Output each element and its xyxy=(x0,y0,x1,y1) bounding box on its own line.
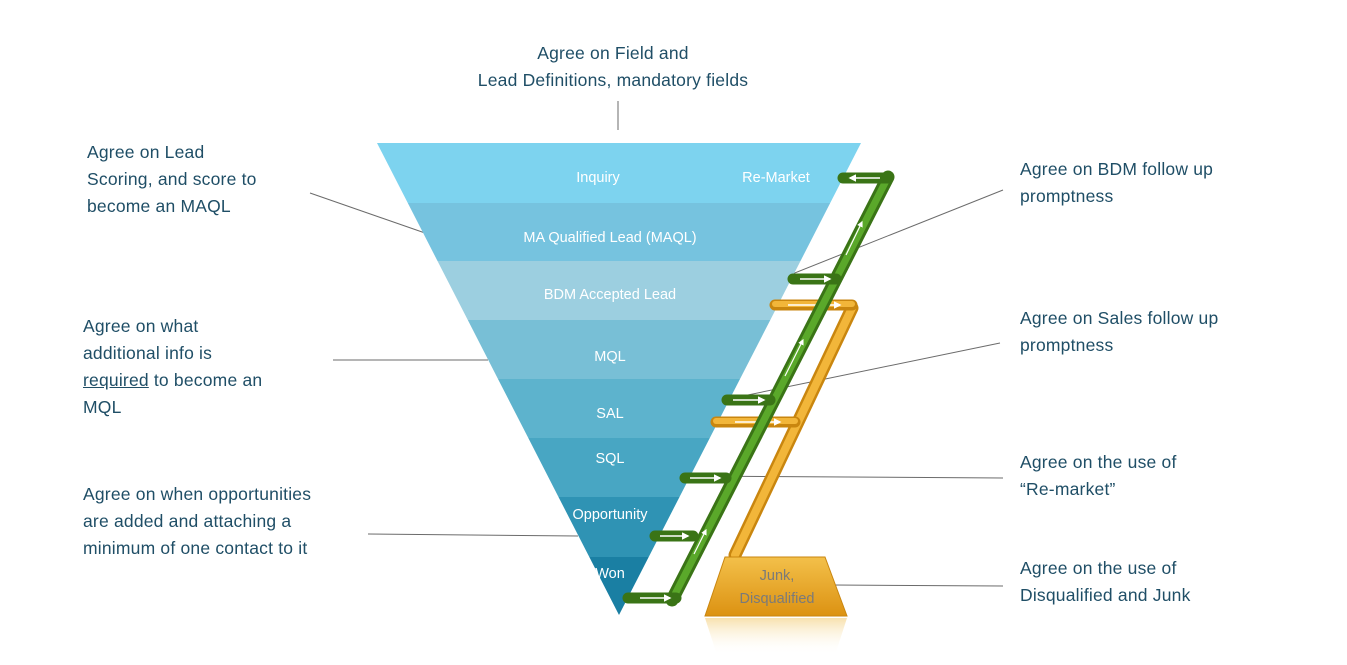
funnel-stage-label-7: Won xyxy=(595,566,625,582)
note-opportunities-line-3: minimum of one contact to it xyxy=(83,538,308,558)
note-lead-scoring-line-1: Agree on Lead xyxy=(87,142,205,162)
note-additional-info: Agree on what additional info is require… xyxy=(83,313,262,421)
remarket-label: Re-Market xyxy=(742,170,810,186)
green-path xyxy=(622,170,895,607)
funnel-stage-label-2: BDM Accepted Lead xyxy=(544,287,676,303)
junk-box-shape xyxy=(704,556,848,617)
note-remarket-use: Agree on the use of “Re-market” xyxy=(1020,449,1177,503)
funnel-stage-label-3: MQL xyxy=(594,349,625,365)
leader-line-opportunities xyxy=(367,533,579,537)
junk-label-line-1: Junk, xyxy=(760,568,795,584)
green-arrow-up-3 xyxy=(693,528,707,555)
funnel-stage-0 xyxy=(377,143,861,203)
funnel-stage-5 xyxy=(528,438,710,497)
funnel-stage-label-4: SAL xyxy=(596,406,623,422)
note-disqualified-use-line-1: Agree on the use of xyxy=(1020,558,1177,578)
note-remarket-use-line-2: “Re-market” xyxy=(1020,479,1116,499)
note-bdm-followup: Agree on BDM follow up promptness xyxy=(1020,156,1213,210)
note-additional-info-line-4: MQL xyxy=(83,397,122,417)
funnel-stage-6 xyxy=(558,497,680,557)
top-note-line-1: Agree on Field and xyxy=(537,43,689,63)
note-lead-scoring-line-2: Scoring, and score to xyxy=(87,169,257,189)
orange-diagonal-highlight xyxy=(731,304,856,559)
funnel-stage-label-5: SQL xyxy=(595,451,624,467)
note-sales-followup-line-2: promptness xyxy=(1020,335,1114,355)
funnel-stage-2 xyxy=(437,261,801,320)
note-additional-info-line-3-rest: to become an xyxy=(148,370,263,390)
funnel-stage-label-0: Inquiry xyxy=(576,170,620,186)
note-additional-info-line-2: additional info is xyxy=(83,343,213,363)
note-additional-info-line-1: Agree on what xyxy=(83,316,199,336)
note-opportunities-line-2: are added and attaching a xyxy=(83,511,292,531)
junk-box-reflection xyxy=(705,618,847,655)
note-disqualified-use-line-2: Disqualified and Junk xyxy=(1020,585,1191,605)
note-lead-scoring: Agree on Lead Scoring, and score to beco… xyxy=(87,139,257,220)
orange-path xyxy=(710,299,859,562)
note-sales-followup-line-1: Agree on Sales follow up xyxy=(1020,308,1219,328)
junk-label-line-2: Disqualified xyxy=(740,591,815,607)
note-bdm-followup-line-1: Agree on BDM follow up xyxy=(1020,159,1214,179)
funnel-stage-1 xyxy=(407,203,831,261)
funnel-stage-3 xyxy=(467,320,771,379)
leader-line-lead-scoring xyxy=(309,192,426,234)
green-arrow-up-1 xyxy=(784,338,804,377)
funnel-stage-label-6: Opportunity xyxy=(573,507,649,523)
funnel-stage-label-1: MA Qualified Lead (MAQL) xyxy=(523,230,696,246)
note-opportunities-line-1: Agree on when opportunities xyxy=(83,484,312,504)
note-remarket-use-line-1: Agree on the use of xyxy=(1020,452,1177,472)
note-additional-info-line-3: required to become an xyxy=(83,367,262,394)
note-lead-scoring-line-3: become an MAQL xyxy=(87,196,231,216)
funnel-stage-4 xyxy=(498,379,740,438)
funnel-bands: Inquiry MA Qualified Lead (MAQL) BDM Accep… xyxy=(377,143,861,615)
note-sales-followup: Agree on Sales follow up promptness xyxy=(1020,305,1218,359)
leader-line-disqualified-use xyxy=(832,584,1004,587)
required-underlined: required xyxy=(83,370,149,390)
note-opportunities: Agree on when opportunities are added an… xyxy=(83,481,311,562)
green-arrow-up-2 xyxy=(845,220,863,256)
note-bdm-followup-line-2: promptness xyxy=(1020,186,1114,206)
green-diagonal-highlight xyxy=(668,173,892,604)
note-disqualified-use: Agree on the use of Disqualified and Jun… xyxy=(1020,555,1191,609)
top-note-line-2: Lead Definitions, mandatory fields xyxy=(477,70,749,90)
leader-line-bdm-followup xyxy=(761,189,1004,287)
funnel-stage-7 xyxy=(589,557,649,615)
top-note: Agree on Field and Lead Definitions, man… xyxy=(440,40,786,94)
junk-box: Junk, Disqualified xyxy=(704,556,848,655)
